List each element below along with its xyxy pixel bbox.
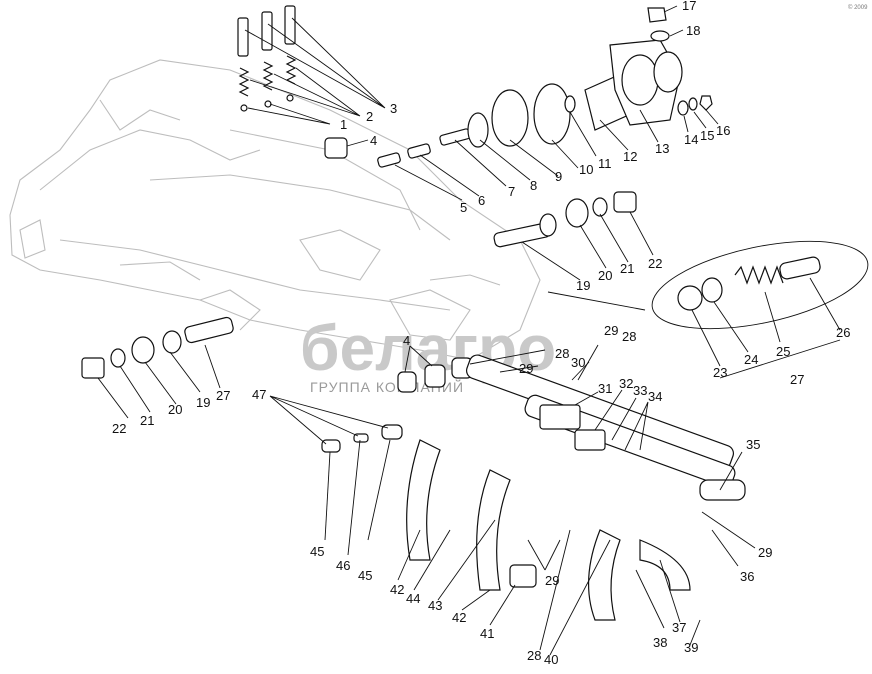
label-35: 35 bbox=[746, 437, 760, 452]
label-25: 25 bbox=[776, 344, 790, 359]
label-19-right: 19 bbox=[576, 278, 590, 293]
left-fittings bbox=[81, 316, 234, 379]
label-30: 30 bbox=[571, 355, 585, 370]
label-12: 12 bbox=[623, 149, 637, 164]
label-44: 44 bbox=[406, 591, 420, 606]
label-23: 23 bbox=[713, 365, 727, 380]
shift-fork-assembly bbox=[406, 354, 746, 621]
label-6: 6 bbox=[478, 193, 485, 208]
label-2: 2 bbox=[366, 109, 373, 124]
label-29-left: 29 bbox=[519, 361, 533, 376]
rod-parts bbox=[377, 128, 471, 168]
label-21-right: 21 bbox=[620, 261, 634, 276]
label-39: 39 bbox=[684, 640, 698, 655]
label-8: 8 bbox=[530, 178, 537, 193]
label-15: 15 bbox=[700, 128, 714, 143]
label-29-upper: 29 bbox=[604, 323, 618, 338]
label-10: 10 bbox=[579, 162, 593, 177]
right-fittings bbox=[493, 191, 637, 248]
label-11: 11 bbox=[598, 156, 612, 171]
label-24: 24 bbox=[744, 352, 758, 367]
label-28-lower: 28 bbox=[527, 648, 541, 663]
label-22-left: 22 bbox=[112, 421, 126, 436]
label-36: 36 bbox=[740, 569, 754, 584]
label-26: 26 bbox=[836, 325, 850, 340]
label-5: 5 bbox=[460, 200, 467, 215]
label-45-right: 45 bbox=[358, 568, 372, 583]
label-7: 7 bbox=[508, 184, 515, 199]
sleeve-part bbox=[324, 137, 348, 159]
label-34: 34 bbox=[648, 389, 662, 404]
leader-lines bbox=[97, 5, 841, 656]
detent-pins bbox=[321, 424, 403, 453]
label-22-right: 22 bbox=[648, 256, 662, 271]
label-17: 17 bbox=[682, 0, 696, 13]
label-20-right: 20 bbox=[598, 268, 612, 283]
label-42-right: 42 bbox=[452, 610, 466, 625]
label-33: 33 bbox=[633, 383, 647, 398]
label-38: 38 bbox=[653, 635, 667, 650]
diaphragm-discs bbox=[467, 83, 576, 148]
label-3: 3 bbox=[390, 101, 397, 116]
label-13: 13 bbox=[655, 141, 669, 156]
label-18: 18 bbox=[686, 23, 700, 38]
corner-mark: © 2009 bbox=[848, 4, 868, 11]
label-27-right: 27 bbox=[790, 372, 804, 387]
label-28-upper: 28 bbox=[555, 346, 569, 361]
label-42-left: 42 bbox=[390, 582, 404, 597]
label-19-left: 19 bbox=[196, 395, 210, 410]
spring-assembly bbox=[547, 240, 869, 330]
label-37: 37 bbox=[672, 620, 686, 635]
label-29-lower: 29 bbox=[545, 573, 559, 588]
label-40: 40 bbox=[544, 652, 558, 667]
gearbox-housing bbox=[9, 59, 541, 361]
pins-and-springs bbox=[237, 5, 297, 112]
label-28-right: 28 bbox=[622, 329, 636, 344]
label-16: 16 bbox=[716, 123, 730, 138]
label-32: 32 bbox=[619, 376, 633, 391]
label-20-left: 20 bbox=[168, 402, 182, 417]
label-14: 14 bbox=[684, 132, 698, 147]
callout-labels: 1 2 3 4 5 6 7 8 9 10 11 12 13 14 15 16 1… bbox=[112, 0, 850, 667]
label-43: 43 bbox=[428, 598, 442, 613]
label-4-lower: 4 bbox=[403, 333, 410, 348]
actuator-cylinder bbox=[584, 7, 713, 131]
label-4-top: 4 bbox=[370, 133, 377, 148]
label-1: 1 bbox=[340, 117, 347, 132]
label-29-right: 29 bbox=[758, 545, 772, 560]
label-46: 46 bbox=[336, 558, 350, 573]
label-9: 9 bbox=[555, 169, 562, 184]
label-31: 31 bbox=[598, 381, 612, 396]
label-41: 41 bbox=[480, 626, 494, 641]
label-21-left: 21 bbox=[140, 413, 154, 428]
label-47: 47 bbox=[252, 387, 266, 402]
label-45-left: 45 bbox=[310, 544, 324, 559]
label-27-left: 27 bbox=[216, 388, 230, 403]
